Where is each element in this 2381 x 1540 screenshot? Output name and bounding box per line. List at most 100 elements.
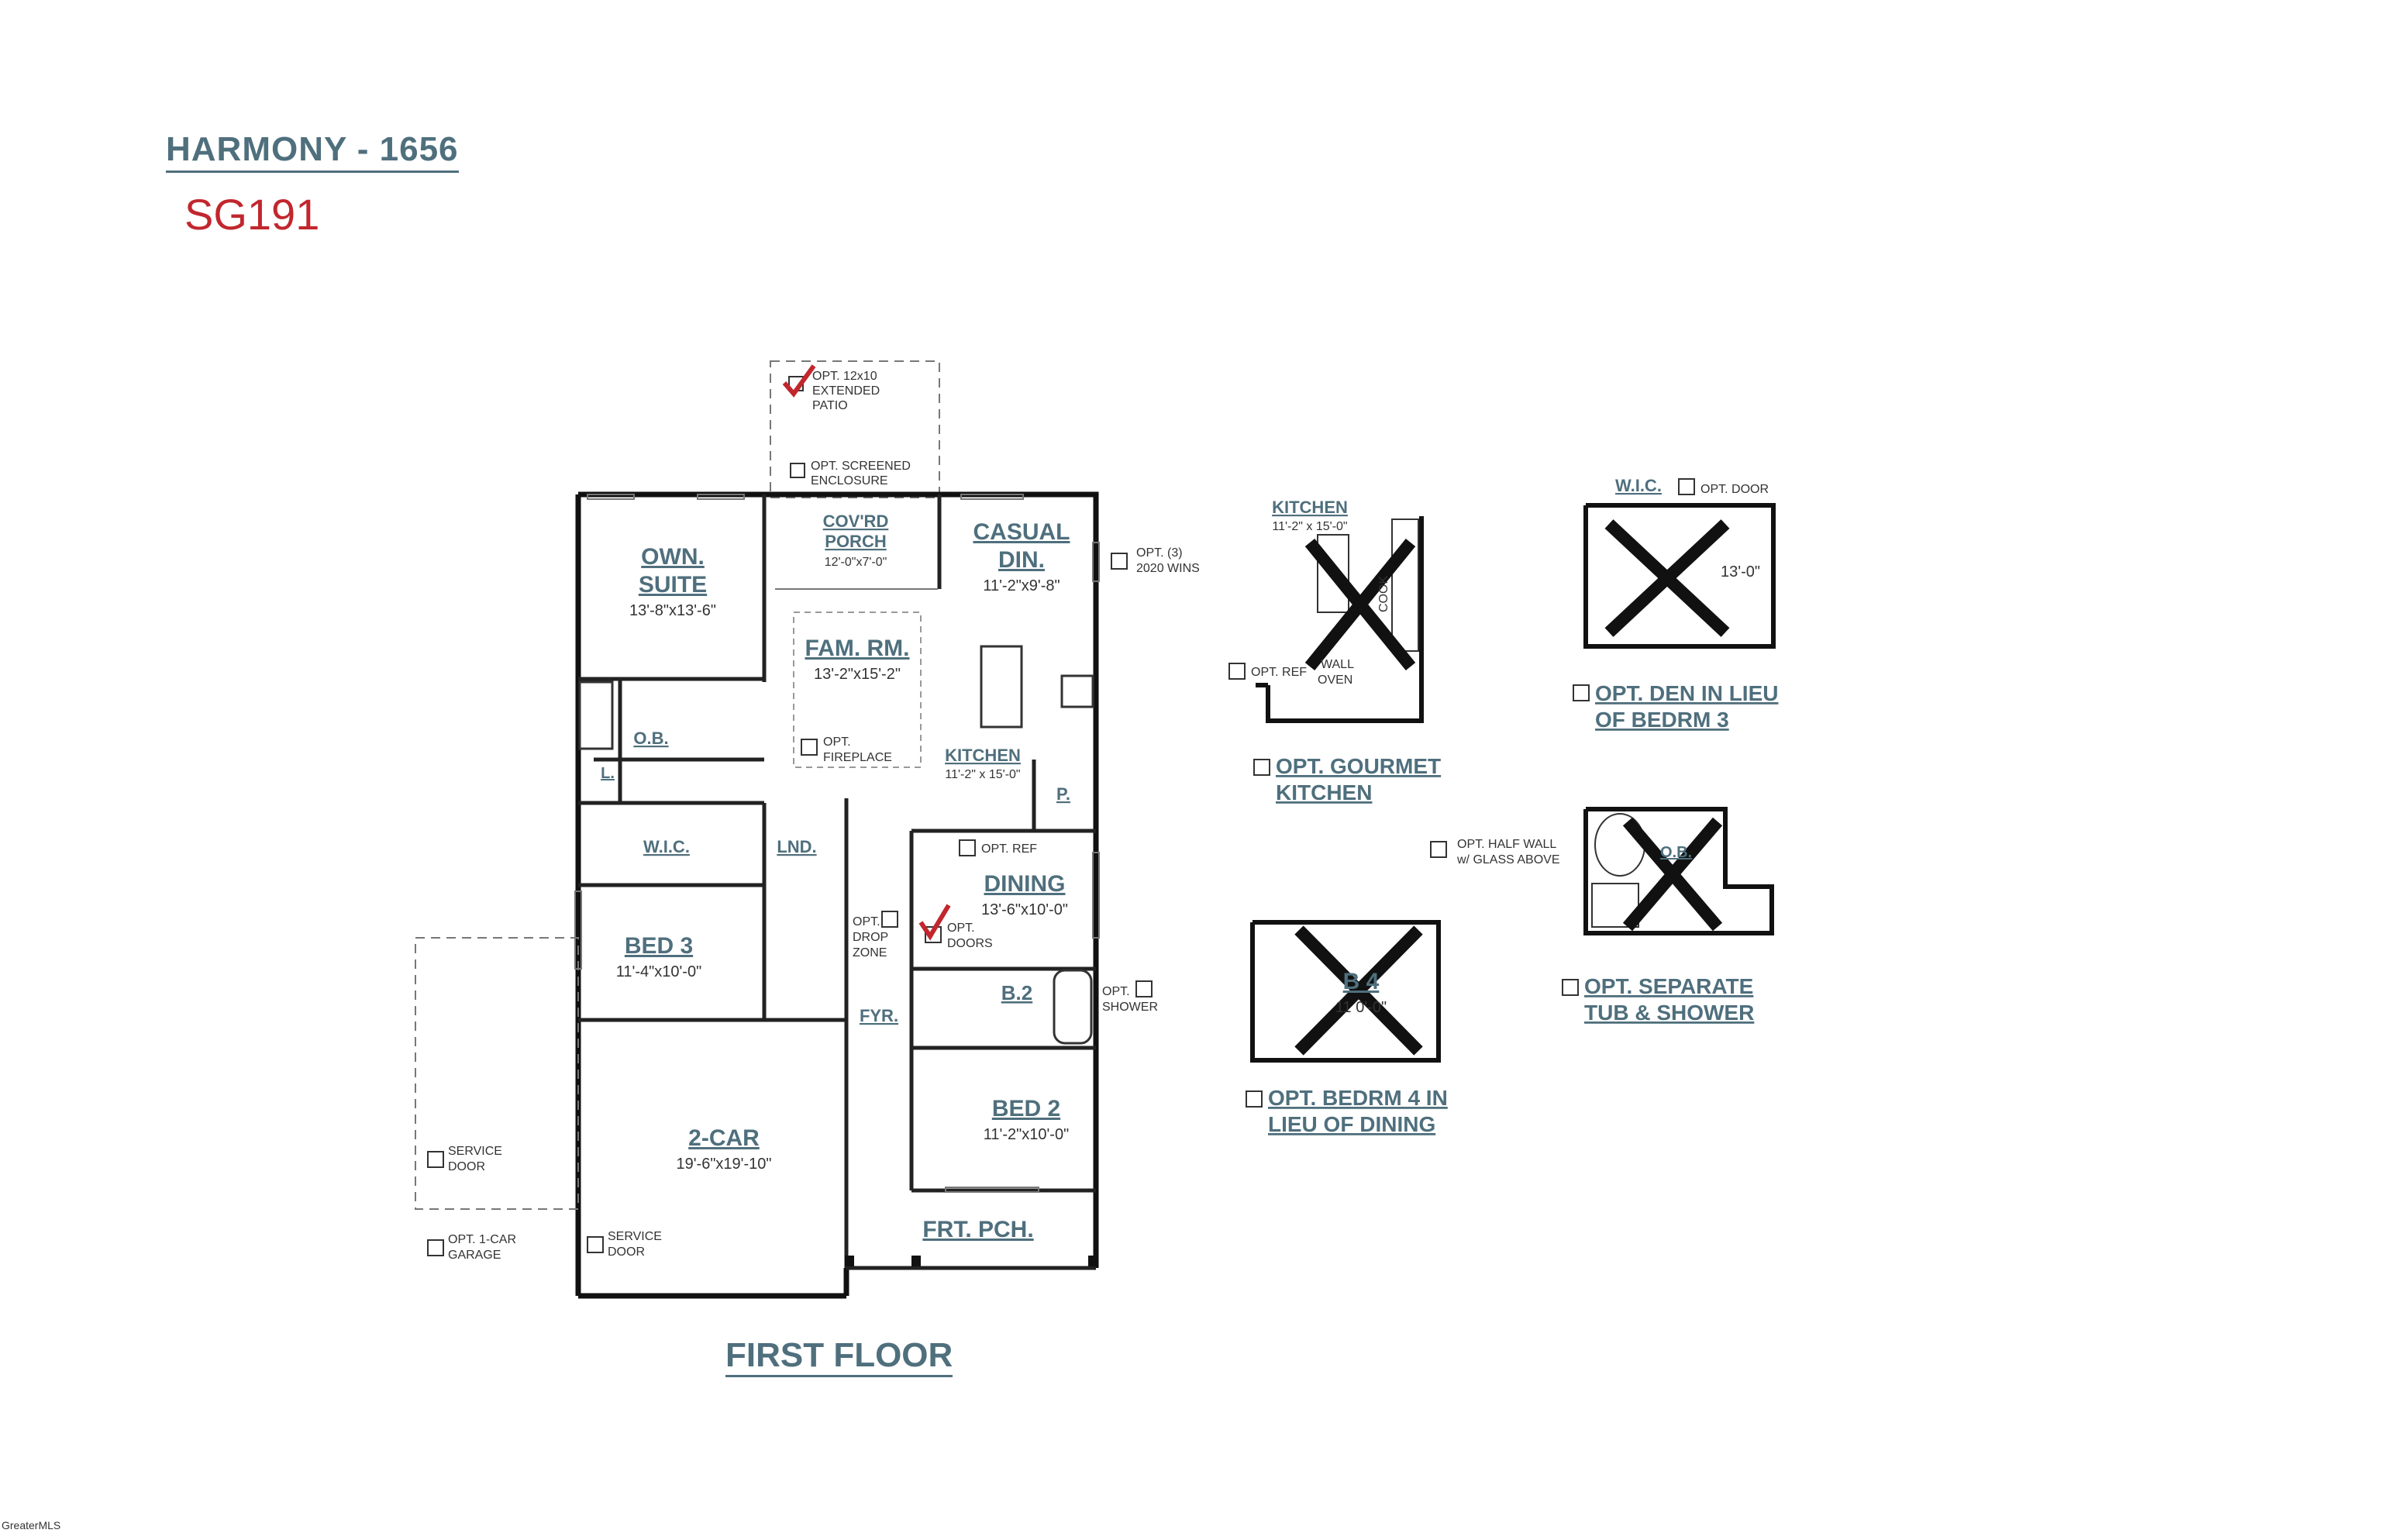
drop-zone-checkbox xyxy=(881,911,898,928)
bedrm4-option-label-1: OPT. BEDRM 4 IN xyxy=(1268,1086,1448,1110)
screened-checkbox xyxy=(790,463,805,478)
kitchen-island xyxy=(980,645,1023,729)
gourmet-kitchen-label: KITCHEN xyxy=(1272,498,1348,517)
den-wic-label: W.I.C. xyxy=(1615,476,1662,495)
gourmet-wall-oven-1: WALL xyxy=(1321,658,1354,671)
doors-label-1: OPT. xyxy=(947,922,975,935)
separate-tub-ob: O.B. xyxy=(1660,844,1692,861)
den-option-label-2: OF BEDRM 3 xyxy=(1595,708,1729,732)
windows xyxy=(574,494,1100,1193)
half-wall-label-2: w/ GLASS ABOVE xyxy=(1456,853,1560,866)
patio-label-1: OPT. 12x10 xyxy=(812,370,877,383)
fam-rm-dim: 13'-2"x15'-2" xyxy=(814,666,901,683)
bed2-label: BED 2 xyxy=(992,1096,1060,1121)
den-option-label-1: OPT. DEN IN LIEU xyxy=(1595,681,1778,705)
extended-patio-outline xyxy=(770,360,940,498)
fireplace-label-2: FIREPLACE xyxy=(823,751,892,764)
bed2-dim: 11'-2"x10'-0" xyxy=(984,1126,1069,1143)
exterior-walls xyxy=(575,491,1099,1299)
porch-post xyxy=(845,1256,854,1266)
bed3-dim: 11'-4"x10'-0" xyxy=(616,963,701,980)
casual-din-label-2: DIN. xyxy=(998,547,1045,573)
range xyxy=(1060,674,1094,708)
plan-title: HARMONY - 1656 xyxy=(166,130,459,173)
covd-porch-dim: 12'-0"x7'-0" xyxy=(825,556,887,569)
fam-rm-label: FAM. RM. xyxy=(805,636,910,661)
covd-porch-label-2: PORCH xyxy=(825,532,886,551)
fyr-label: FYR. xyxy=(860,1006,898,1025)
dining-dim: 13'-6"x10'-0" xyxy=(981,901,1068,918)
pantry-label: P. xyxy=(1056,784,1070,804)
bedrm4-name: B 4 xyxy=(1343,969,1380,994)
wic-label: W.I.C. xyxy=(643,837,690,856)
one-car-garage-outline xyxy=(415,937,579,1210)
dining-label: DINING xyxy=(984,871,1066,897)
tub xyxy=(1053,969,1093,1045)
gourmet-cook-label: COOK xyxy=(1377,576,1390,612)
doors-label-2: DOORS xyxy=(947,937,993,950)
gourmet-kitchen-inset: KITCHEN 11'-2" x 15'-0" COOK WALL OVEN O… xyxy=(1228,498,1441,804)
one-car-label-1: OPT. 1-CAR xyxy=(448,1233,516,1246)
own-suite-label: OWN. xyxy=(641,544,705,570)
wins-label-1: OPT. (3) xyxy=(1136,546,1183,560)
den-inset: W.I.C. OPT. DOOR 13'-0" OPT. DEN IN LIEU… xyxy=(1573,476,1778,732)
wins-label-2: 2020 WINS xyxy=(1136,562,1200,575)
fireplace-checkbox xyxy=(801,739,818,756)
watermark-logo: GreaterMLS xyxy=(2,1519,61,1531)
one-car-label-2: GARAGE xyxy=(448,1249,501,1262)
fireplace-label-1: OPT. xyxy=(823,736,851,749)
drop-zone-label-3: ZONE xyxy=(853,946,887,959)
service-door-garage-checkbox xyxy=(587,1236,604,1253)
frt-pch-label: FRT. PCH. xyxy=(922,1217,1033,1242)
kitchen-dim: 11'-2" x 15'-0" xyxy=(945,768,1020,781)
porch-post xyxy=(911,1256,921,1266)
shower-checkbox xyxy=(1135,980,1153,997)
garage-dim: 19'-6"x19'-10" xyxy=(676,1156,771,1173)
separate-tub-label-1: OPT. SEPARATE xyxy=(1584,974,1753,998)
lnd-label: LND. xyxy=(777,837,816,856)
service-door-garage-label-1: SERVICE xyxy=(608,1230,662,1243)
shower xyxy=(578,680,614,750)
one-car-checkbox xyxy=(427,1239,444,1256)
bedrm4-option-label-2: LIEU OF DINING xyxy=(1268,1112,1435,1136)
casual-din-label: CASUAL xyxy=(973,519,1070,545)
patio-label-2: EXTENDED xyxy=(812,384,880,398)
garage-label: 2-CAR xyxy=(688,1125,760,1151)
separate-tub-label-2: TUB & SHOWER xyxy=(1584,1001,1754,1025)
drop-zone-label-2: DROP xyxy=(853,931,888,944)
bedrm4-inset: B 4 11 0'-0" OPT. BEDRM 4 IN LIEU OF DIN… xyxy=(1246,920,1448,1136)
covd-porch-label: COV'RD xyxy=(823,512,889,531)
doors-check-mark xyxy=(918,904,951,941)
ref-label: OPT. REF xyxy=(981,842,1037,856)
porch-post xyxy=(1088,1256,1097,1266)
b2-label: B.2 xyxy=(1001,981,1032,1004)
own-suite-dim: 13'-8"x13'-6" xyxy=(629,602,716,619)
gourmet-option-label-2: KITCHEN xyxy=(1276,780,1372,804)
ob-label: O.B. xyxy=(633,729,668,748)
screened-label-2: ENCLOSURE xyxy=(811,474,888,487)
gourmet-wall-oven-2: OVEN xyxy=(1318,674,1352,687)
den-opt-door: OPT. DOOR xyxy=(1700,483,1769,496)
service-door-garage-label-2: DOOR xyxy=(608,1245,645,1259)
gourmet-option-label-1: OPT. GOURMET xyxy=(1276,754,1441,778)
plan-code: SG191 xyxy=(184,190,320,239)
separate-tub-inset: O.B. OPT. HALF WALL w/ GLASS ABOVE OPT. … xyxy=(1430,807,1774,1025)
own-suite-label-2: SUITE xyxy=(639,572,707,598)
service-door-left-checkbox xyxy=(427,1151,444,1168)
wins-checkbox xyxy=(1111,553,1128,570)
kitchen-label: KITCHEN xyxy=(945,746,1021,765)
bed3-label: BED 3 xyxy=(625,933,693,959)
service-door-left-label-1: SERVICE xyxy=(448,1145,502,1158)
screened-label-1: OPT. SCREENED xyxy=(811,460,911,473)
den-partial-dim: 13'-0" xyxy=(1721,563,1760,581)
shower-label-2: SHOWER xyxy=(1102,1001,1158,1014)
floor-title: FIRST FLOOR xyxy=(725,1336,953,1377)
shower-label-1: OPT. xyxy=(1102,985,1130,998)
patio-label-3: PATIO xyxy=(812,399,848,412)
bedrm4-dim: 11 0'-0" xyxy=(1335,999,1387,1016)
drop-zone-label-1: OPT. xyxy=(853,915,880,928)
half-wall-label-1: OPT. HALF WALL xyxy=(1457,838,1556,851)
l-label: L. xyxy=(601,765,615,782)
casual-din-dim: 11'-2"x9'-8" xyxy=(983,577,1060,594)
